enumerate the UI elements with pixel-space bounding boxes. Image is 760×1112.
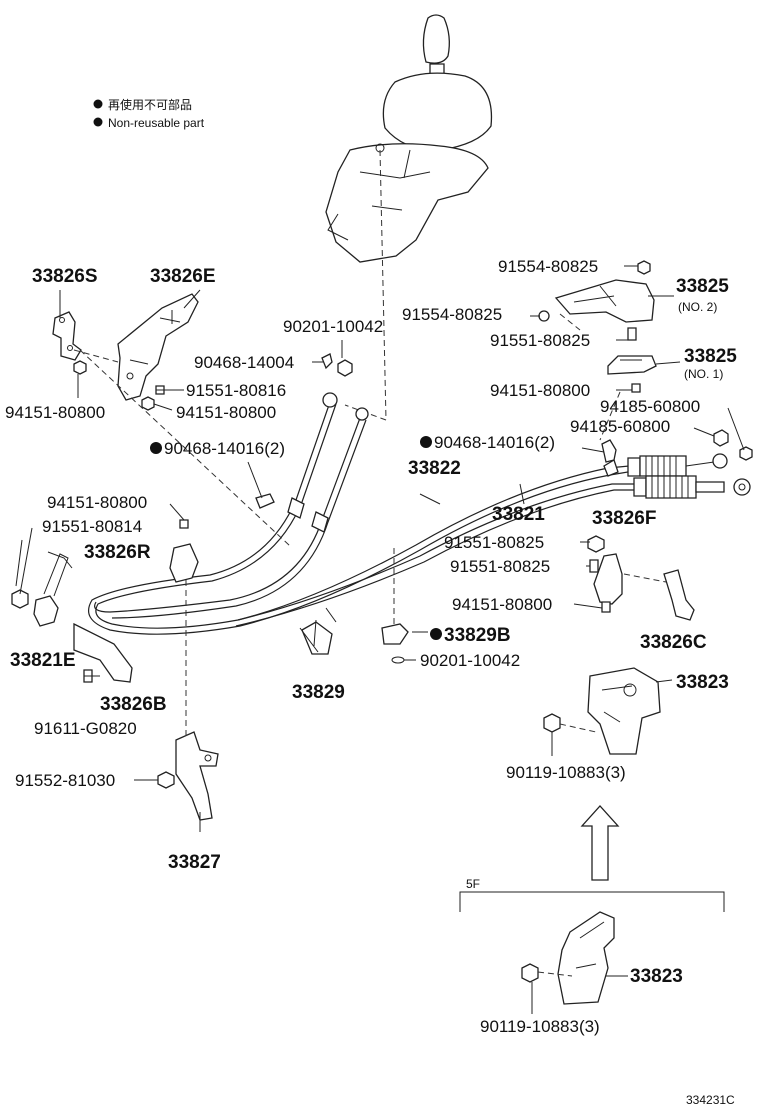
- cable-ends-drawing: [603, 453, 751, 499]
- label-91551-80825: 91551-80825: [450, 557, 550, 576]
- label-33829: 33829: [292, 682, 345, 703]
- label-5f: 5F: [466, 877, 480, 891]
- label-33826E: 33826E: [150, 266, 216, 287]
- non-reusable-marker-icon: [150, 442, 162, 454]
- non-reusable-marker-icon: [430, 628, 442, 640]
- clip-drawings: [255, 260, 753, 509]
- label-90201-10042: 90201-10042: [420, 651, 520, 670]
- label-94185-60800: 94185-60800: [600, 397, 700, 416]
- label-33821: 33821: [492, 504, 545, 525]
- legend-en-text: Non-reusable part: [108, 116, 205, 130]
- label-90119-10883: 90119-10883(3): [506, 763, 626, 782]
- label-33826R: 33826R: [84, 542, 151, 563]
- part-labels: 33826S 33826E 94151-80800 91551-80816 94…: [5, 257, 737, 1107]
- label-91551-80825: 91551-80825: [444, 533, 544, 552]
- label-94151-80800: 94151-80800: [5, 403, 105, 422]
- bracket-33826S-drawing: [52, 311, 82, 361]
- label-33825: 33825: [684, 346, 737, 367]
- label-33821E: 33821E: [10, 650, 76, 671]
- label-33823: 33823: [630, 966, 683, 987]
- label-90468-14004: 90468-14004: [194, 353, 294, 372]
- bracket-33821E-drawing: [11, 539, 73, 627]
- label-33825: 33825: [676, 276, 729, 297]
- label-33826S: 33826S: [32, 266, 98, 287]
- label-90201-10042: 90201-10042: [283, 317, 383, 336]
- non-reusable-marker-icon: [420, 436, 432, 448]
- label-91551-80825: 91551-80825: [490, 331, 590, 350]
- shift-cables-drawing: [88, 392, 641, 635]
- fastener-drawings-top-left: [73, 353, 353, 411]
- bracket-33823-upper-drawing: [543, 667, 661, 755]
- bracket-33823-lower-drawing: [521, 911, 615, 1005]
- label-94151-80800: 94151-80800: [47, 493, 147, 512]
- label-33827: 33827: [168, 852, 221, 873]
- label-91552-81030: 91552-81030: [15, 771, 115, 790]
- label-33826C: 33826C: [640, 632, 707, 653]
- label-91551-80814: 91551-80814: [42, 517, 142, 536]
- label-94151-80800: 94151-80800: [452, 595, 552, 614]
- 5f-group-bracket-line: [459, 891, 725, 912]
- bracket-33826R-drawing: [169, 519, 199, 583]
- label-94151-80800: 94151-80800: [490, 381, 590, 400]
- label-91554-80825: 91554-80825: [402, 305, 502, 324]
- label-90468-14016: 90468-14016(2): [434, 433, 555, 452]
- label-91554-80825: 91554-80825: [498, 257, 598, 276]
- label-33826F: 33826F: [592, 508, 656, 529]
- bracket-33827-drawing: [157, 731, 219, 821]
- bracket-33826C-drawing: [663, 569, 695, 621]
- non-reusable-marker-icon: [93, 117, 103, 127]
- bracket-33826F-drawing: [587, 535, 623, 613]
- label-90119-10883: 90119-10883(3): [480, 1017, 600, 1036]
- label-94185-60800: 94185-60800: [570, 417, 670, 436]
- bracket-33825-no1-drawing: [607, 355, 657, 375]
- bracket-33825-no2-drawing: [538, 279, 655, 341]
- up-arrow-icon: [580, 805, 620, 881]
- non-reusable-marker-icon: [93, 99, 103, 109]
- leader-lines: [19, 265, 745, 1014]
- label-94151-80800: 94151-80800: [176, 403, 276, 422]
- diagram-id: 334231C: [686, 1093, 735, 1107]
- legend: 再使用不可部品 Non-reusable part: [93, 97, 205, 130]
- label-33826B: 33826B: [100, 694, 167, 715]
- label-33822: 33822: [408, 458, 461, 479]
- label-33825-no1: (NO. 1): [684, 367, 723, 381]
- label-33823: 33823: [676, 672, 729, 693]
- label-90468-14016: 90468-14016(2): [164, 439, 285, 458]
- legend-jp-text: 再使用不可部品: [108, 97, 192, 112]
- label-91611-G0820: 91611-G0820: [34, 719, 137, 738]
- shift-lever-drawing: [325, 14, 493, 263]
- label-33825-no2: (NO. 2): [678, 300, 717, 314]
- label-91551-80816: 91551-80816: [186, 381, 286, 400]
- label-33829B: 33829B: [444, 625, 511, 646]
- clip-33829-drawing: [301, 607, 337, 655]
- clip-33829B-drawing: [381, 623, 409, 664]
